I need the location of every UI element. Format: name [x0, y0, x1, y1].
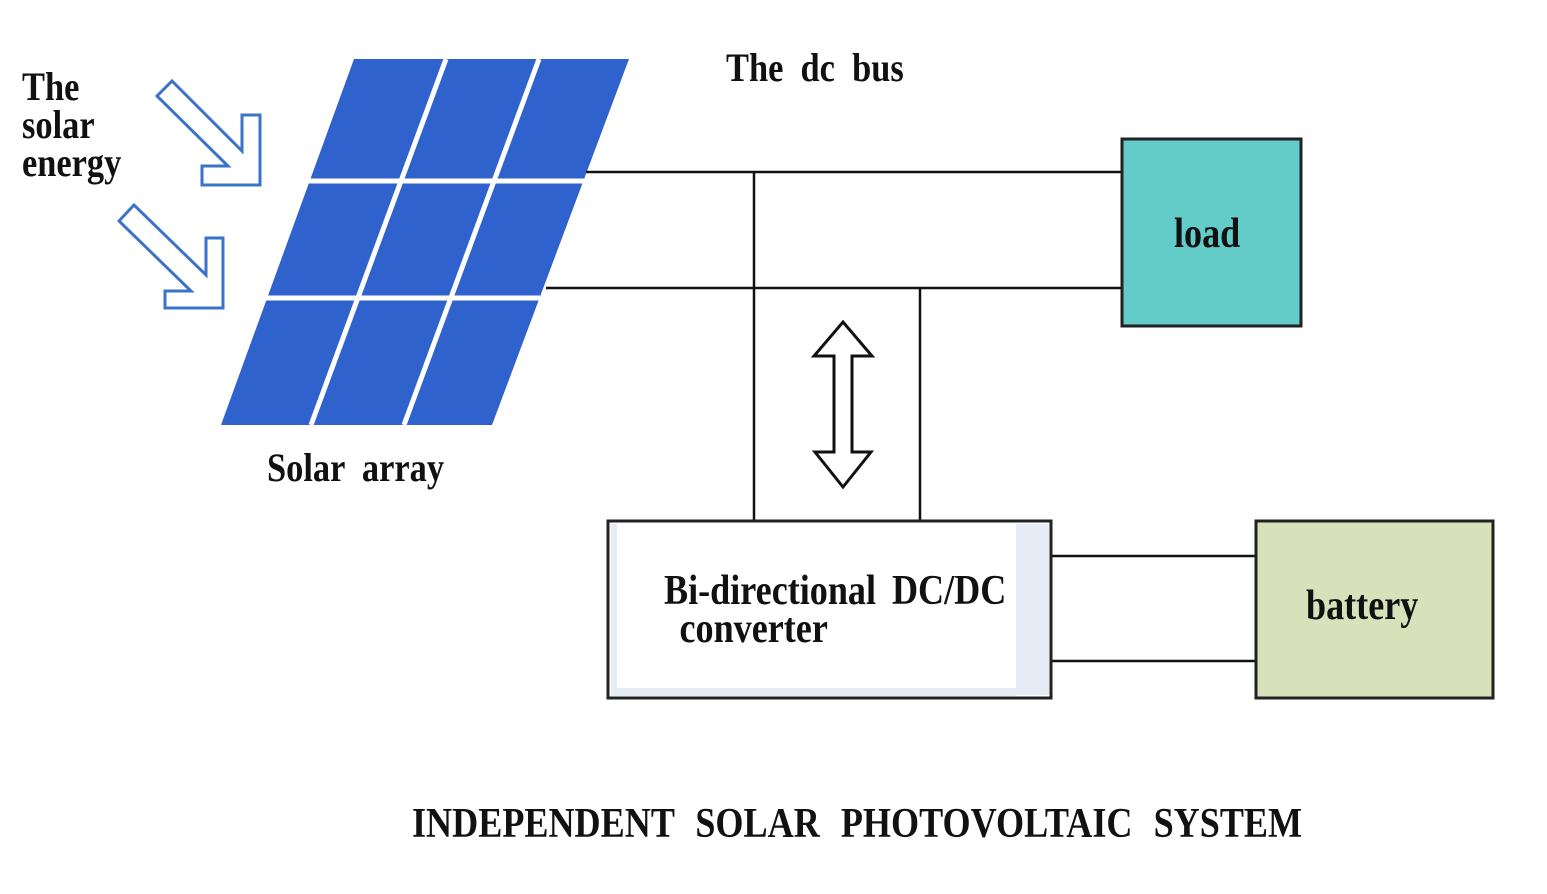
load-box: [1120, 137, 1303, 328]
battery-label: battery: [1306, 583, 1419, 629]
solar-array-label: Solar array: [267, 445, 445, 490]
converter-label-line: Bi-directional DC/DC: [664, 568, 1007, 614]
converter-label-line: converter: [679, 606, 828, 652]
sunlight-arrow-icon: [154, 78, 262, 187]
battery-box: [1254, 519, 1495, 700]
converter-box: [606, 519, 1053, 700]
solar-energy-line: energy: [22, 140, 122, 185]
bidirectional-arrow-icon: [810, 319, 876, 490]
load-label: load: [1174, 211, 1241, 257]
solar-energy-line: solar: [22, 102, 95, 147]
dc-bus-wires: [546, 170, 1256, 663]
dc-bus-label: The dc bus: [726, 45, 904, 90]
solar-energy-line: The: [22, 64, 80, 109]
converter-label: Bi-directional DC/DC converter: [664, 568, 1007, 652]
solar-energy-label: The solar energy: [22, 64, 122, 185]
diagram-title: INDEPENDENT SOLAR PHOTOVOLTAIC SYSTEM: [412, 801, 1303, 847]
sunlight-arrow-icon: [116, 202, 225, 310]
solar-panel-icon: [221, 58, 629, 426]
